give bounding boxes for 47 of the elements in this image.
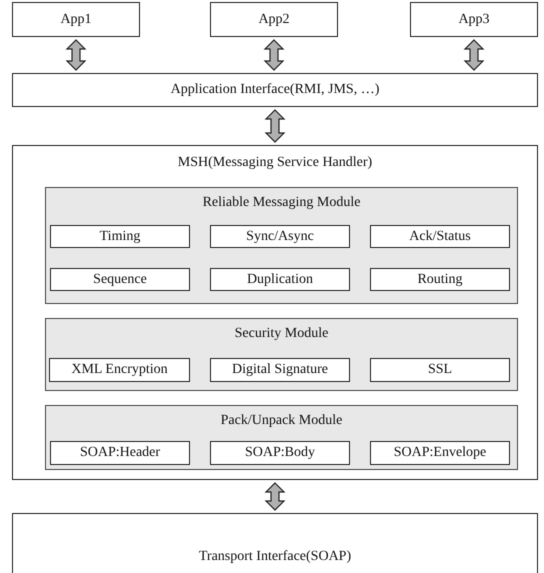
component-box — [210, 225, 350, 248]
component-box — [50, 268, 190, 291]
component-label: App1 — [59, 10, 93, 28]
component-label: Duplication — [246, 270, 314, 288]
component-label: App3 — [457, 10, 491, 28]
double-arrow — [264, 39, 284, 71]
component-box — [50, 225, 190, 248]
component-box — [50, 441, 190, 465]
component-box — [370, 268, 510, 291]
module-title: Security Module — [234, 325, 330, 343]
module-title: Transport Interface(SOAP) — [198, 548, 352, 566]
component-label: Timing — [98, 228, 142, 246]
component-label: SSL — [426, 361, 454, 379]
module-panel — [45, 405, 518, 470]
component-box — [49, 358, 190, 382]
component-box — [410, 2, 538, 37]
component-box — [370, 441, 510, 465]
component-box — [210, 441, 350, 465]
component-box — [210, 2, 338, 37]
module-title: MSH(Messaging Service Handler) — [176, 154, 374, 172]
double-arrow — [264, 109, 286, 143]
module-title: Reliable Messaging Module — [202, 194, 362, 212]
component-label: Application Interface(RMI, JMS, …) — [170, 81, 380, 99]
module-panel — [45, 187, 518, 304]
component-label: SOAP:Header — [78, 444, 162, 462]
module-container — [12, 145, 538, 480]
component-box — [370, 358, 510, 382]
component-label: App2 — [257, 10, 291, 28]
double-arrow — [264, 482, 286, 511]
component-label: SOAP:Envelope — [392, 444, 488, 462]
component-label: Digital Signature — [230, 361, 330, 379]
component-box — [210, 268, 350, 291]
component-label: Sequence — [92, 270, 148, 288]
double-arrow — [464, 39, 484, 71]
component-box — [210, 358, 350, 382]
component-box — [370, 225, 510, 248]
component-label: Ack/Status — [408, 228, 472, 246]
module-panel — [45, 318, 518, 391]
component-box — [12, 2, 140, 37]
component-box — [12, 73, 538, 107]
interface-bar — [12, 513, 538, 573]
component-label: SOAP:Body — [244, 444, 316, 462]
component-label: Sync/Async — [245, 228, 315, 246]
component-label: XML Encryption — [70, 361, 169, 379]
module-title: Pack/Unpack Module — [220, 412, 344, 430]
double-arrow — [66, 39, 86, 71]
component-label: Routing — [416, 270, 464, 288]
